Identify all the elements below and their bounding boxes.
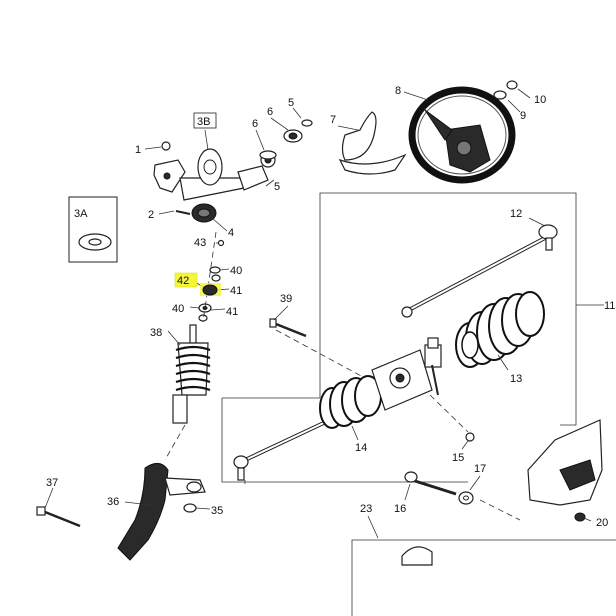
part-8-steering-wheel: [408, 80, 518, 184]
callout-38: 38: [150, 327, 162, 339]
callout-3B: 3B: [197, 116, 210, 128]
callout-40a: 40: [230, 265, 242, 277]
callout-10: 10: [534, 94, 546, 106]
callout-23: 23: [360, 503, 372, 515]
callout-2: 2: [148, 209, 154, 221]
callout-5b: 5: [274, 181, 280, 193]
alignment-lines: [164, 231, 521, 521]
part-36-knuckle: [117, 463, 206, 561]
callout-6a: 6: [267, 106, 273, 118]
callout-11: 11: [604, 300, 615, 312]
callout-41b: 41: [226, 306, 238, 318]
callout-13: 13: [510, 373, 522, 385]
callout-14: 14: [355, 442, 367, 454]
part-42-highlight: [174, 272, 198, 288]
callout-8: 8: [395, 85, 401, 97]
callout-9: 9: [520, 110, 526, 122]
callout-41a: 41: [230, 285, 242, 297]
callout-6b: 6: [252, 118, 258, 130]
part-37-bolt: [36, 506, 81, 528]
callout-5a: 5: [288, 97, 294, 109]
part-38-spring-assembly: [172, 324, 211, 424]
callout-39: 39: [280, 293, 292, 305]
part-7-cover: [338, 111, 407, 175]
part-20-bracket: [527, 419, 603, 522]
callout-43: 43: [194, 237, 206, 249]
steering-rack-group-outline: [221, 192, 604, 483]
callout-42: 42: [177, 275, 189, 287]
callout-4: 4: [228, 227, 234, 239]
callout-36: 36: [107, 496, 119, 508]
callout-16: 16: [394, 503, 406, 515]
callout-37: 37: [46, 477, 58, 489]
part-3A-box: [68, 196, 118, 263]
part-23-box: [351, 539, 616, 616]
callout-20: 20: [596, 517, 608, 529]
callout-7: 7: [330, 114, 336, 126]
column-hardware-stack: [198, 239, 225, 322]
callout-3A: 3A: [74, 208, 88, 220]
part-39-bolt: [269, 318, 307, 338]
callout-labels: 1 2 3A 3B 4 5 5 6 6 7 8 9 10 11 12 13 14…: [46, 85, 615, 529]
part-42-washer: [202, 284, 218, 296]
callout-15: 15: [452, 452, 464, 464]
callout-17: 17: [474, 463, 486, 475]
part-14-rack-body: [233, 337, 442, 481]
callout-12: 12: [510, 208, 522, 220]
callout-1: 1: [135, 144, 141, 156]
part-13-boot: [455, 291, 545, 368]
steering-column-upper: [153, 119, 313, 223]
callout-35: 35: [211, 505, 223, 517]
callout-40b: 40: [172, 303, 184, 315]
parts-15-16-17: [404, 432, 475, 505]
leader-lines: [44, 88, 592, 539]
part-12-tie-rod: [401, 224, 558, 318]
